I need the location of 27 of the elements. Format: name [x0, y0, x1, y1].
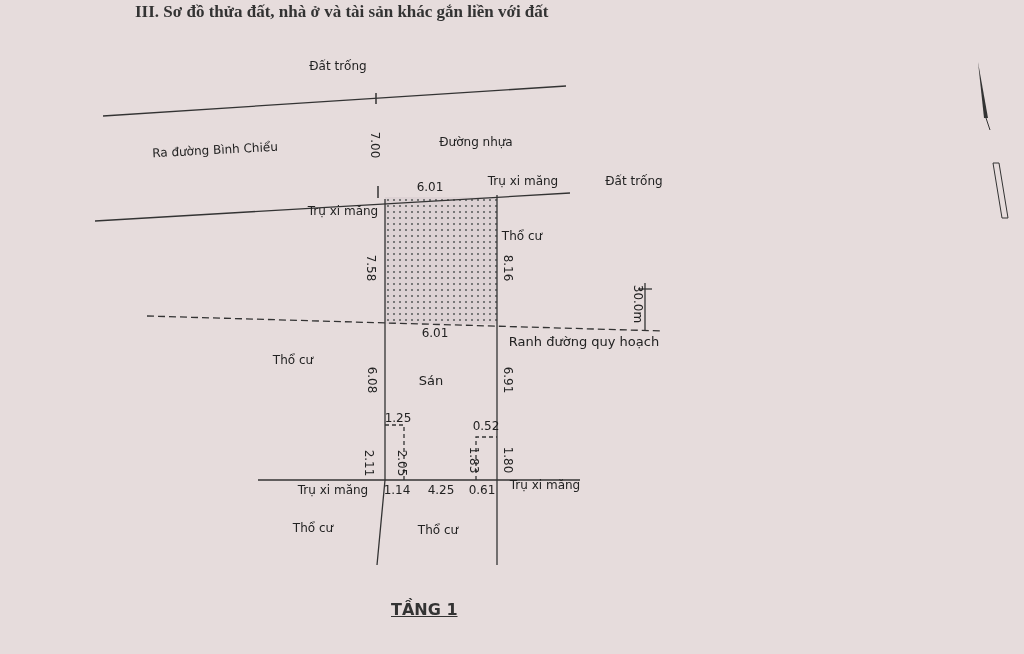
marker-label: Trụ xi măng [297, 484, 369, 496]
dotted-plot-area [385, 197, 497, 324]
dimension-label: 6.91 [502, 366, 514, 394]
dimension-label: 0.61 [468, 484, 496, 496]
area-label: Thổ cư [272, 354, 314, 366]
area-label: Đất trống [309, 60, 367, 72]
dimension-label: 2.11 [363, 449, 375, 477]
boundary-label: Ranh đường quy hoạch [508, 334, 660, 348]
marker-label: Trụ xi măng [509, 479, 581, 491]
area-label: Sán [418, 373, 444, 387]
dimension-label: 7.00 [369, 131, 381, 159]
road-label: Đường nhựa [439, 136, 513, 148]
floor-caption: TẦNG 1 [391, 600, 458, 619]
area-label: Đất trống [605, 175, 663, 187]
marker-label: Trụ xi măng [487, 175, 559, 187]
dimension-label: 6.08 [366, 366, 378, 394]
dimension-label: 30.0m [632, 284, 644, 324]
dimension-label: 1.83 [468, 446, 480, 474]
section-title: III. Sơ đồ thửa đất, nhà ở và tài sản khác gắn liền với đất [135, 2, 549, 22]
dimension-label: 1.14 [383, 484, 411, 496]
dimension-label: 1.25 [384, 412, 412, 424]
dimension-label: 4.25 [427, 484, 455, 496]
area-label: Thổ cư [292, 522, 334, 534]
direction-label: Ra đường Bình Chiểu [151, 140, 279, 160]
dimension-label: 2.05 [396, 449, 408, 477]
dimension-label: 1.80 [502, 446, 514, 474]
area-label: Thổ cư [417, 524, 459, 536]
